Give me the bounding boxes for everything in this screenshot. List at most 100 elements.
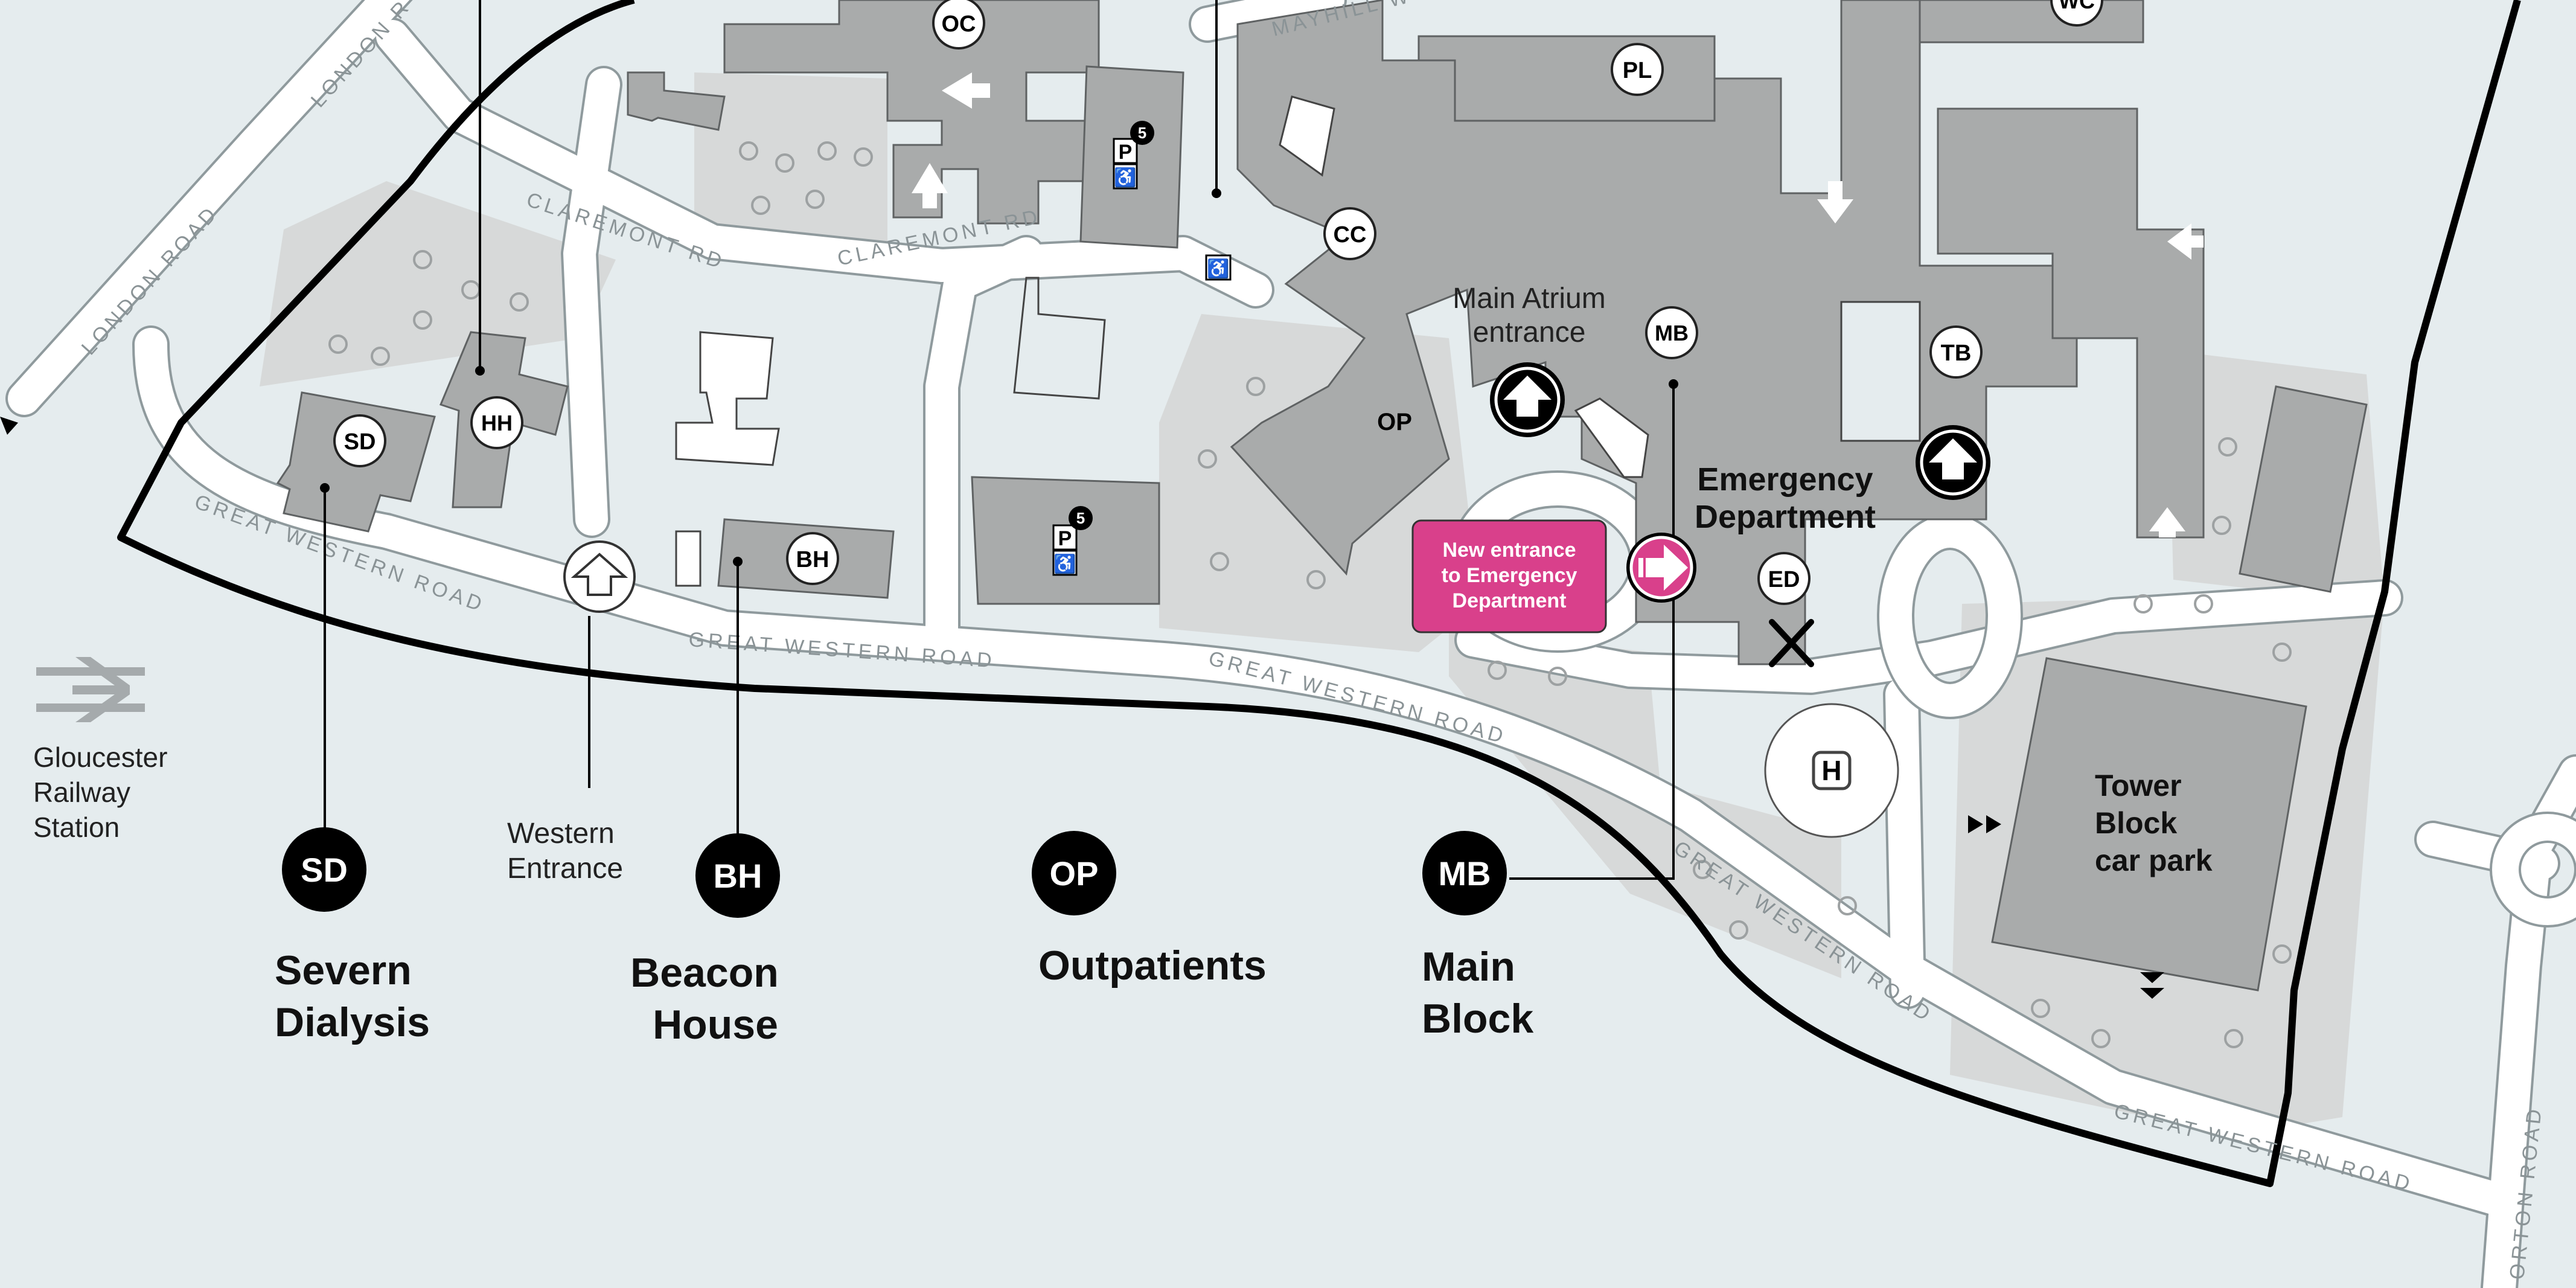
main-atrium-label: Main Atrium entrance bbox=[1453, 283, 1605, 348]
leader-dots bbox=[320, 188, 1678, 566]
legend-code: BH bbox=[714, 857, 762, 895]
station-line2: Railway bbox=[33, 777, 130, 808]
bubble-cc[interactable]: CC bbox=[1323, 207, 1376, 260]
parking-sign-south bbox=[1052, 524, 1078, 551]
bubble-mb-label: MB bbox=[1655, 321, 1689, 345]
building-oc bbox=[723, 0, 1100, 225]
op-map-label: OP bbox=[1377, 409, 1412, 435]
bubble-mb[interactable]: MB bbox=[1645, 306, 1698, 359]
mayhill-road bbox=[1191, 0, 1344, 40]
london-road bbox=[8, 0, 410, 415]
building-cutout bbox=[1279, 95, 1335, 177]
great-western-road bbox=[135, 328, 2522, 1218]
legend-name-line1: Outpatients bbox=[1038, 943, 1267, 988]
legend-name-line2: Dialysis bbox=[275, 999, 430, 1045]
legend-code: SD bbox=[301, 851, 348, 889]
bubble-bh[interactable]: BH bbox=[786, 532, 839, 585]
bubble-pl[interactable]: PL bbox=[1611, 43, 1664, 96]
bubble-pl-label: PL bbox=[1623, 58, 1652, 83]
bubble-ed-label: ED bbox=[1768, 567, 1800, 592]
access-road-north bbox=[925, 237, 1043, 656]
legend-name-line1: Main bbox=[1422, 944, 1515, 990]
main-atrium-line1: Main Atrium bbox=[1453, 283, 1605, 315]
new-entrance-callout[interactable]: New entrance to Emergency Department bbox=[1411, 519, 1607, 633]
accessible-sign-east bbox=[1205, 254, 1232, 281]
offmap-arrow-icon bbox=[0, 417, 18, 435]
bubble-sd-label: SD bbox=[344, 429, 376, 455]
west-link-road bbox=[563, 68, 620, 536]
legend-item-beacon-house[interactable]: BH Beacon House bbox=[630, 833, 780, 1048]
legend-item-main-block[interactable]: MB Main Block bbox=[1422, 831, 1533, 1042]
tower-line3: car park bbox=[2095, 844, 2213, 877]
entrance-arrow-icon bbox=[1503, 376, 1552, 417]
bubble-ed[interactable]: ED bbox=[1757, 552, 1811, 605]
accessible-bay[interactable]: ♿ bbox=[1205, 254, 1232, 281]
emergency-department-label: Emergency Department bbox=[1695, 461, 1876, 535]
parking-count-south: 5 bbox=[1076, 509, 1085, 527]
helipad-square bbox=[1812, 751, 1852, 790]
rail-symbol-icon bbox=[36, 657, 145, 722]
legend-item-severn-dialysis[interactable]: SD Severn Dialysis bbox=[275, 827, 430, 1045]
no-entry-cross-icon bbox=[1769, 619, 1814, 667]
wheelchair-icon-east: ♿ bbox=[1207, 258, 1229, 279]
grounds-west bbox=[260, 181, 616, 386]
grounds-nw bbox=[694, 72, 887, 254]
western-entrance-label: Western Entrance bbox=[507, 818, 623, 885]
bubble-hh[interactable]: HH bbox=[470, 396, 523, 449]
tower-block-entrance-marker[interactable] bbox=[1916, 425, 1990, 500]
wheelchair-icon-south: ♿ bbox=[1053, 553, 1076, 574]
railway-station[interactable]: Gloucester Railway Station bbox=[33, 657, 167, 843]
parking-sign bbox=[1113, 138, 1138, 164]
bubble-hh-label: HH bbox=[481, 411, 513, 435]
trees bbox=[328, 141, 2292, 1048]
building-east-wing bbox=[1937, 107, 2205, 539]
fast-forward-icon bbox=[1968, 815, 2001, 833]
claremont-road bbox=[376, 20, 1272, 306]
tower-line2: Block bbox=[2095, 806, 2177, 840]
car-park-access-road bbox=[1885, 678, 1924, 1007]
parking-count: 5 bbox=[1138, 124, 1146, 142]
emergency-access-road bbox=[1457, 582, 2401, 693]
bubble-bh-label: BH bbox=[796, 547, 829, 572]
bubble-wc[interactable]: WC bbox=[2050, 0, 2103, 27]
bubble-sd[interactable]: SD bbox=[333, 414, 386, 467]
bubble-tb-label: TB bbox=[1941, 341, 1972, 366]
emergency-line2: Department bbox=[1695, 499, 1876, 535]
building-outline-tb bbox=[1840, 301, 1921, 442]
tower-line1: Tower bbox=[2095, 769, 2182, 803]
western-entrance-marker[interactable] bbox=[563, 540, 636, 613]
legend-name-line2: House bbox=[653, 1002, 778, 1048]
western-line1: Western bbox=[507, 818, 615, 850]
parking-south[interactable]: P ♿ 5 bbox=[1052, 506, 1093, 576]
new-entrance-box bbox=[1411, 519, 1607, 633]
parking-north[interactable]: P ♿ 5 bbox=[1113, 121, 1154, 190]
station-line1: Gloucester bbox=[33, 742, 167, 773]
bubble-tb[interactable]: TB bbox=[1929, 325, 1983, 379]
new-emergency-entrance-marker[interactable] bbox=[1626, 533, 1696, 603]
accessible-sign-south bbox=[1052, 549, 1078, 576]
tower-block-label: Tower Block car park bbox=[2095, 769, 2213, 877]
main-atrium-entrance-marker[interactable] bbox=[1490, 362, 1565, 437]
building-cutout-2 bbox=[1574, 397, 1649, 478]
arrow-left-icon bbox=[942, 72, 990, 109]
legend-name-line2: Block bbox=[1422, 996, 1533, 1042]
building-bubbles: OC PL WC CC MB TB ED SD bbox=[333, 0, 2103, 605]
legend-item-outpatients[interactable]: OP Outpatients bbox=[1032, 831, 1267, 988]
new-entrance-line2: to Emergency bbox=[1442, 564, 1577, 587]
bubble-wc-label: WC bbox=[2059, 0, 2095, 13]
direction-arrows bbox=[912, 72, 2204, 537]
arrow-up-icon-east bbox=[2149, 507, 2185, 537]
legend-name-line1: Severn bbox=[275, 947, 412, 993]
entrance-arrow-right-icon bbox=[1646, 545, 1688, 591]
parking-count-badge-south bbox=[1069, 506, 1093, 530]
outline-buildings bbox=[675, 95, 1921, 587]
building-small-nw bbox=[627, 71, 726, 131]
bubble-oc[interactable]: OC bbox=[932, 0, 985, 50]
new-entrance-line3: Department bbox=[1453, 589, 1567, 612]
station-line3: Station bbox=[33, 812, 120, 843]
down-chevrons-icon bbox=[2140, 972, 2164, 999]
parking-symbol: P bbox=[1119, 141, 1133, 164]
building-outline-east bbox=[1013, 277, 1106, 400]
helipad[interactable]: H bbox=[1764, 703, 1899, 838]
